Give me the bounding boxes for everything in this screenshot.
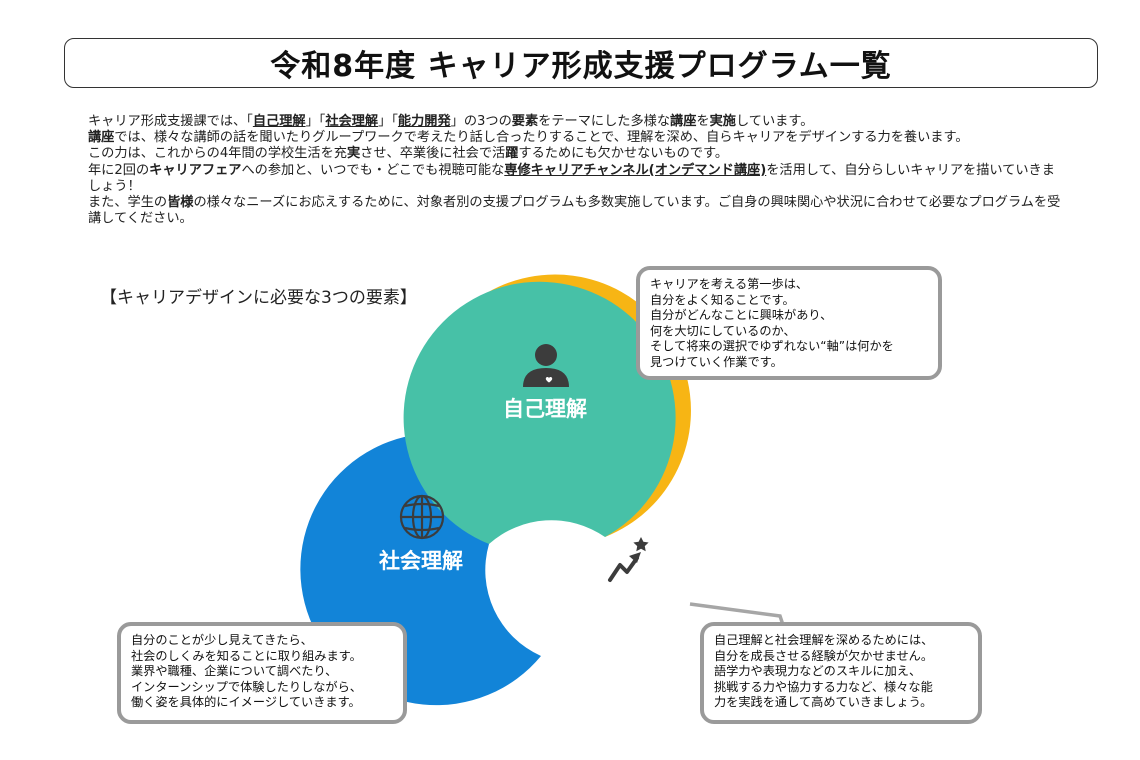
intro-text-span: を活用して、自分らしいキャリアを描いていきましょう！ xyxy=(88,162,1055,194)
intro-text-span: 年に2回の xyxy=(88,162,150,178)
intro-text-span: させ、卒業後に社会で活 xyxy=(360,146,506,162)
keyword-social-understanding: 社会理解 xyxy=(325,114,379,129)
label-social-understanding: 社会理解 xyxy=(378,549,463,573)
callout-self-understanding: キャリアを考える第一歩は、 自分をよく知ることです。 自分がどんなことに興味があ… xyxy=(636,266,942,380)
intro-text-span: するためにも欠かせないものです。 xyxy=(518,146,729,162)
intro-text-span: キャリア形成支援課では、 xyxy=(88,114,247,129)
intro-paragraph-1: キャリア形成支援課では、「自己理解」「社会理解」「能力開発」の3つの要素をテーマ… xyxy=(88,114,1063,130)
callout-social-understanding: 自分のことが少し見えてきたら、 社会のしくみを知ることに取り組みます。 業界や職… xyxy=(117,622,407,724)
callout-line: 社会のしくみを知ることに取り組みます。 xyxy=(131,648,362,663)
intro-text-span: 」「 xyxy=(305,114,326,129)
intro-text-span: この力は、これからの4年間の学校生活を充 xyxy=(88,146,347,162)
callout-line: キャリアを考える第一歩は、 xyxy=(650,277,809,291)
callout-line: 何を大切にしているのか、 xyxy=(650,323,796,338)
intro-bold-text: 躍 xyxy=(505,146,519,162)
intro-text-span: 」「 xyxy=(378,114,398,129)
intro-text-span: への参加と、いつでも・どこでも視聴可能な xyxy=(241,162,505,178)
callout-line: そして将来の選択でゆずれない“軸”は何かを xyxy=(650,339,894,354)
growth-arrow-star-icon xyxy=(608,537,649,582)
callout-line: 自分がどんなことに興味があり、 xyxy=(650,308,833,323)
callout-ability-development: 自己理解と社会理解を深めるためには、 自分を成長させる経験が欠かせません。 語学… xyxy=(700,622,982,724)
globe-icon xyxy=(399,494,445,540)
callout-line: 語学力や表現力などのスキルに加え、 xyxy=(714,664,922,679)
callout-line: 挑戦する力や協力する力など、様々な能 xyxy=(714,679,933,694)
callout-line: 力を実践を通して高めていきましょう。 xyxy=(714,695,933,710)
intro-text: キャリア形成支援課では、「自己理解」「社会理解」「能力開発」の3つの要素をテーマ… xyxy=(88,114,1063,227)
intro-text-span: では、様々な講師の話を聞いたりグループワークで考えたり話し合ったりすることで、理… xyxy=(114,130,969,146)
intro-paragraph-2: 講座では、様々な講師の話を聞いたりグループワークで考えたり話し合ったりすることで… xyxy=(88,130,1063,146)
callout-line: 自己理解と社会理解を深めるためには、 xyxy=(714,633,934,647)
title-box: 令和8年度 キャリア形成支援プログラム一覧 xyxy=(64,38,1098,88)
intro-bold-text: 実施 xyxy=(709,114,736,129)
intro-text-span: の様々なニーズにお応えするために、対象者別の支援プログラムも多数実施しています。… xyxy=(88,195,1061,227)
career-channel-keyword: 専修キャリアチャンネル(オンデマンド講座) xyxy=(504,162,767,178)
career-fair-keyword: キャリアフェア xyxy=(149,162,242,178)
callout-line: 自分のことが少し見えてきたら、 xyxy=(131,633,313,647)
intro-text-span: を xyxy=(696,114,710,129)
keyword-ability-development: 能力開発 xyxy=(397,114,451,129)
intro-text-span: の3つの xyxy=(463,114,512,129)
intro-paragraph-4: 年に2回のキャリアフェアへの参加と、いつでも・どこでも視聴可能な専修キャリアチャ… xyxy=(88,163,1063,195)
segment-ability-development xyxy=(403,281,676,544)
intro-text-span: 「 xyxy=(246,114,253,129)
intro-bold-text: 要素 xyxy=(511,114,539,129)
section-heading: 【キャリアデザインに必要な3つの要素】 xyxy=(100,288,417,308)
intro-bold-text: 講座 xyxy=(670,114,697,129)
label-self-understanding: 自己理解 xyxy=(503,397,587,421)
intro-text-span: しています。 xyxy=(735,114,814,129)
callout-line: 見つけていく作業です。 xyxy=(650,354,783,369)
keyword-self-understanding: 自己理解 xyxy=(252,114,306,129)
person-heart-icon xyxy=(523,344,569,387)
callout-line: 自分をよく知ることです。 xyxy=(650,292,795,307)
page-title: 令和8年度 キャリア形成支援プログラム一覧 xyxy=(270,49,892,84)
intro-paragraph-5: また、学生の皆様の様々なニーズにお応えするために、対象者別の支援プログラムも多数… xyxy=(88,195,1063,227)
intro-paragraph-3: この力は、これからの4年間の学校生活を充実させ、卒業後に社会で活躍するためにも欠… xyxy=(88,146,1063,162)
intro-text-span: をテーマにした多様な xyxy=(538,114,671,129)
intro-text-span: また、学生の xyxy=(88,195,168,211)
callout-line: 自分を成長させる経験が欠かせません。 xyxy=(714,648,934,663)
callout-line: 業界や職種、企業について調べたり、 xyxy=(131,664,338,679)
intro-bold-text: 実 xyxy=(346,146,361,162)
intro-bold-text: 皆様 xyxy=(167,195,194,211)
label-ability-development: 能力開発 xyxy=(584,594,669,618)
callout-line: インターンシップで体験したりしながら、 xyxy=(131,679,362,694)
callout-line: 働く姿を具体的にイメージしていきます。 xyxy=(131,695,361,710)
intro-text-span: 」 xyxy=(450,114,464,129)
intro-bold-text: 講座 xyxy=(88,130,115,146)
